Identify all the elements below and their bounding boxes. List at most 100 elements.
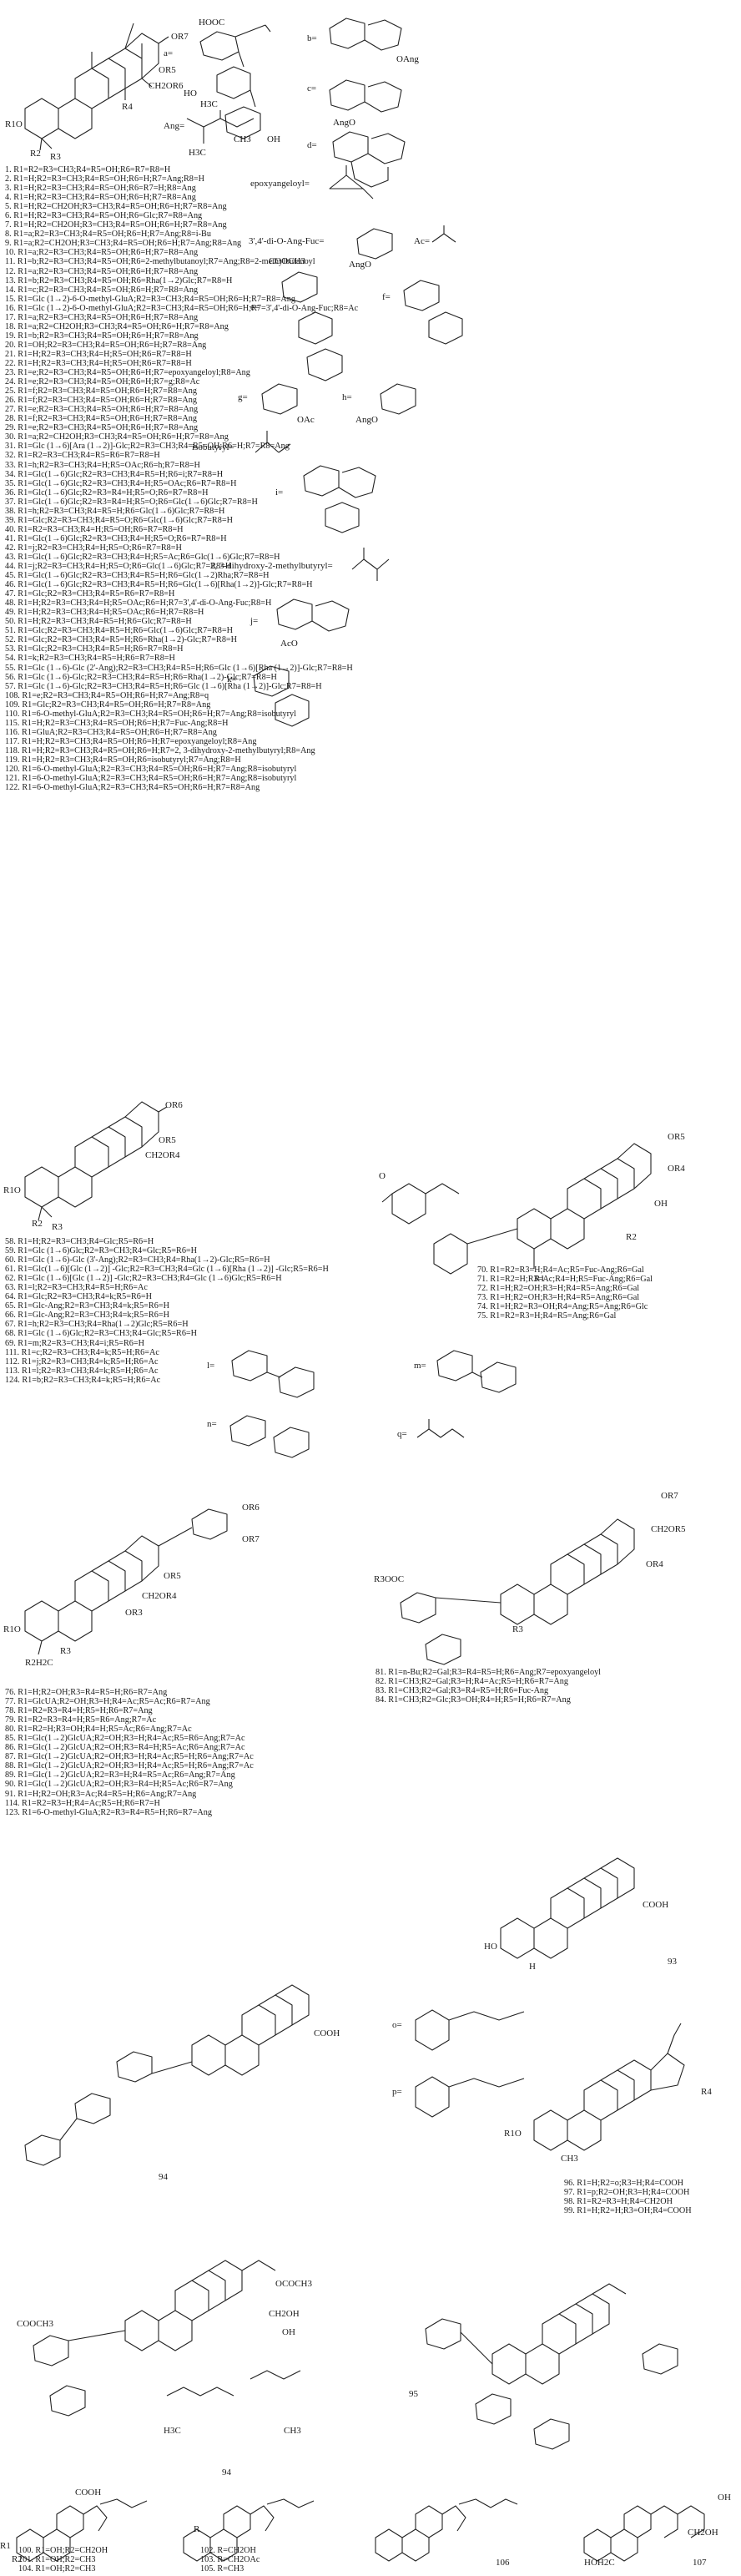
saponin-skeleton-81-84 (400, 1518, 635, 1665)
compound-entry: 100. R1=OH;R2=CH2OH (18, 2546, 108, 2555)
sugar-i (303, 465, 376, 533)
compound-entry: 3. R1=H;R2=R3=CH3;R4=R5=OH;R6=R7=H;R8=An… (5, 184, 196, 194)
label-ac: Ac= (414, 236, 431, 246)
label-l: l= (207, 1361, 215, 1371)
compound-entry: 115. R1=H;R2=R3=CH3;R4=R5=OH;R6=H;R7=Fuc… (5, 718, 229, 728)
compound-entry: 110. R1=6-O-methyl-GluA;R2=R3=CH3;R4=R5=… (5, 709, 296, 719)
label-r1-100: R1 (0, 2541, 11, 2551)
compound-entry: 85. R1=Glc(1→2)GlcUA;R2=OH;R3=H;R4=Ac;R5… (5, 1734, 245, 1744)
compound-entry: 12. R1=a;R2=R3=CH3;R4=R5=OH;R6=H;R7=R8=A… (5, 266, 199, 276)
compound-entry: 29. R1=e;R2=R3=CH3;R4=R5=OH;R6=H;R7=R8=A… (5, 423, 199, 433)
dihydroxy-methylbutyryl-group (351, 548, 390, 581)
compound-entry: 123. R1=6-O-methyl-GluA;R2=R3=R4=R5=H;R6… (5, 1807, 212, 1817)
label-j: j= (250, 616, 259, 626)
label-r4-96: R4 (701, 2087, 712, 2097)
compound-entry: 101. R1=OH;R2=CH3 (18, 2555, 96, 2565)
svg-text:OAng: OAng (396, 54, 419, 64)
compound-entry: 11. R1=b;R2=R3=CH3;R4=R5=OH;R6=2-methylb… (5, 257, 315, 267)
triterpene-acid-93 (500, 1857, 635, 1959)
compound-entry: 98. R1=R2=R3=H;R4=CH2OH (564, 2197, 673, 2207)
compound-entry: 30. R1=a;R2=CH2OH;R3=CH3;R4=R5=OH;R6=H;R… (5, 432, 229, 442)
label-ch2oh-94: CH2OH (269, 2309, 300, 2319)
compound-entry: 119. R1=H;R2=R3=CH3;R4=R5=OH;R6=isobutyr… (5, 755, 241, 765)
saponin-94-right (33, 2260, 301, 2417)
compound-entry: 71. R1=R2=H;R3=Ac;R4=H;R5=Fuc-Ang;R6=Gal (477, 1275, 653, 1285)
dammarane-skeleton-102 (183, 2498, 315, 2562)
compound-entry: 7. R1=H;R2=CH2OH;R3=CH3;R4=R5=OH;R6=H;R7… (5, 220, 227, 230)
label-or7: OR7 (242, 1534, 260, 1544)
svg-text:H3C: H3C (189, 148, 206, 158)
label-cooh-93: COOH (643, 1900, 669, 1910)
cycloartane-106 (375, 2498, 518, 2562)
label-epoxy: epoxyangeloyl= (250, 179, 310, 189)
panel-compounds-94-95: COOCH3 OCOCH3 CH2OH OH H3C CH3 94 95 (0, 2229, 741, 2488)
epoxyangeloyl-group (329, 165, 374, 200)
label-cooh-94: COOH (314, 2028, 340, 2038)
label-or6: OR6 (165, 1100, 183, 1110)
label-c: c= (307, 83, 317, 93)
compound-entry: 56. R1=Glc (1→6)-Glc;R2=R3=CH3;R4=R5=H;R… (5, 672, 277, 682)
label-or4-right: OR4 (646, 1559, 663, 1569)
compound-entry: 108. R1=e;R2=R3=CH3;R4=R5=OH;R6=H;R7=Ang… (5, 690, 209, 700)
label-p: p= (392, 2087, 402, 2097)
label-ch3-96: CH3 (561, 2154, 578, 2164)
sugar-m (436, 1350, 517, 1393)
compound-entry: 90. R1=Glc(1→2)GlcUA;R2=OH;R3=R4=H;R5=Ac… (5, 1780, 233, 1790)
caffeoyl-group-p (415, 2076, 525, 2118)
label-a: a= (164, 48, 174, 58)
label-or5: OR5 (164, 1571, 181, 1581)
compound-entry: 27. R1=e;R2=R3=CH3;R4=R5=OH;R6=H;R7=R8=A… (5, 405, 199, 415)
label-cooh-100: COOH (75, 2488, 102, 2498)
compound-entry: 18. R1=a;R2=CH2OH;R3=CH3;R4=R5=OH;R6=H;R… (5, 321, 229, 331)
compound-number-95: 95 (409, 2389, 418, 2399)
label-r1o: R1O (3, 1185, 21, 1195)
compound-entry: 19. R1=b;R2=R3=CH3;R4=R5=OH;R6=H;R7=R8=A… (5, 331, 199, 341)
saponin-95 (425, 2283, 678, 2450)
compound-entry: 83. R1=CH3;R2=Gal;R3=R4=R5=H;R6=Fuc-Ang (376, 1686, 549, 1696)
compound-entry: 80. R1=R2=H;R3=OH;R4=H;R5=Ac;R6=Ang;R7=A… (5, 1725, 192, 1735)
label-ch3-94: CH3 (284, 2426, 301, 2436)
compound-entry: 55. R1=Glc (1→6)-Glc (2'-Ang);R2=R3=CH3;… (5, 663, 353, 673)
label-hoh2c-107: HOH2C (584, 2558, 615, 2568)
isobutyryl-group (255, 431, 291, 453)
oleanane-skeleton-1 (24, 23, 169, 151)
compound-entry: 5. R1=H;R2=CH2OH;R3=CH3;R4=R5=OH;R6=H;R7… (5, 202, 227, 212)
compound-entry: 66. R1=Glc-Ang;R2=R3=CH3;R4=k;R5=R6=H (5, 1311, 169, 1321)
compound-entry: 73. R1=H;R2=OH;R3=H;R4=R5=Ang;R6=Gal (477, 1293, 640, 1303)
sugar-g: OAc (261, 383, 315, 425)
label-r-102: R (194, 2524, 200, 2534)
compound-entry: 113. R1=l;R2=R3=CH3;R4=k;R5=H;R6=Ac (5, 1366, 159, 1376)
panel-oleanane-76-91: OR6 OR7 OR5 CH2OR4 OR3 R1O R3 R2H2C OR7 … (0, 1461, 741, 1853)
sugar-h: AngO (355, 383, 416, 425)
compound-entry: 53. R1=Glc;R2=R3=CH3;R4=R5=H;R6=R7=R8=H (5, 644, 184, 654)
svg-text:AcO: AcO (280, 639, 298, 649)
compound-entry: 13. R1=b;R2=R3=CH3;R4=R5=OH;R6=Rha(1→2)G… (5, 275, 233, 285)
compound-entry: 38. R1=h;R2=R3=CH3;R4=R5=H;R6=Glc(1→6)Gl… (5, 506, 225, 516)
label-ch2oh-107: CH2OH (688, 2528, 718, 2538)
compound-entry: 46. R1=Glc(1→6)Glc;R2=R3=CH3;R4=R5=H;R6=… (5, 580, 313, 590)
compound-entry: 86. R1=Glc(1→2)GlcUA;R2=OH;R3=R4=H;R5=Ac… (5, 1743, 245, 1753)
compound-entry: 96. R1=H;R2=o;R3=H;R4=COOH (564, 2179, 683, 2188)
compound-entry: 1. R1=R2=R3=CH3;R4=R5=OH;R6=R7=R8=H (5, 165, 171, 174)
sugar-d (332, 131, 406, 188)
compound-entry: 50. R1=H;R2=R3=CH3;R4=R5=H;R6=Glc;R7=R8=… (5, 617, 192, 627)
label-h-93: H (529, 1962, 536, 1972)
label-ch2or4: CH2OR4 (142, 1591, 177, 1601)
compound-entry: 124. R1=b;R2=R3=CH3;R4=k;R5=H;R6=Ac (5, 1375, 161, 1385)
methylbutanoyl-group-q (416, 1419, 465, 1438)
compound-entry: 15. R1=Glc (1→2)-6-O-methyl-GluA;R2=R3=C… (5, 294, 295, 304)
label-r2-right: R2 (626, 1232, 637, 1242)
compound-entry: 70. R1=R2=R3=H;R4=Ac;R5=Fuc-Ang;R6=Gal (477, 1265, 644, 1275)
compound-entry: 32. R1=R2=R3=CH3;R4=R5=R6=R7=R8=H (5, 451, 160, 461)
label-or5: OR5 (159, 65, 176, 75)
compound-entry: 22. R1=H;R2=R3=CH3;R4=H;R5=OH;R6=R7=R8=H (5, 358, 192, 368)
label-q: q= (397, 1429, 407, 1439)
saponin-94-left (24, 1984, 310, 2166)
compound-entry: 52. R1=Glc;R2=R3=CH3;R4=R5=H;R6=Rha(1→2)… (5, 635, 238, 645)
label-or3: OR3 (125, 1608, 143, 1618)
sugar-b: OAng (329, 18, 419, 64)
